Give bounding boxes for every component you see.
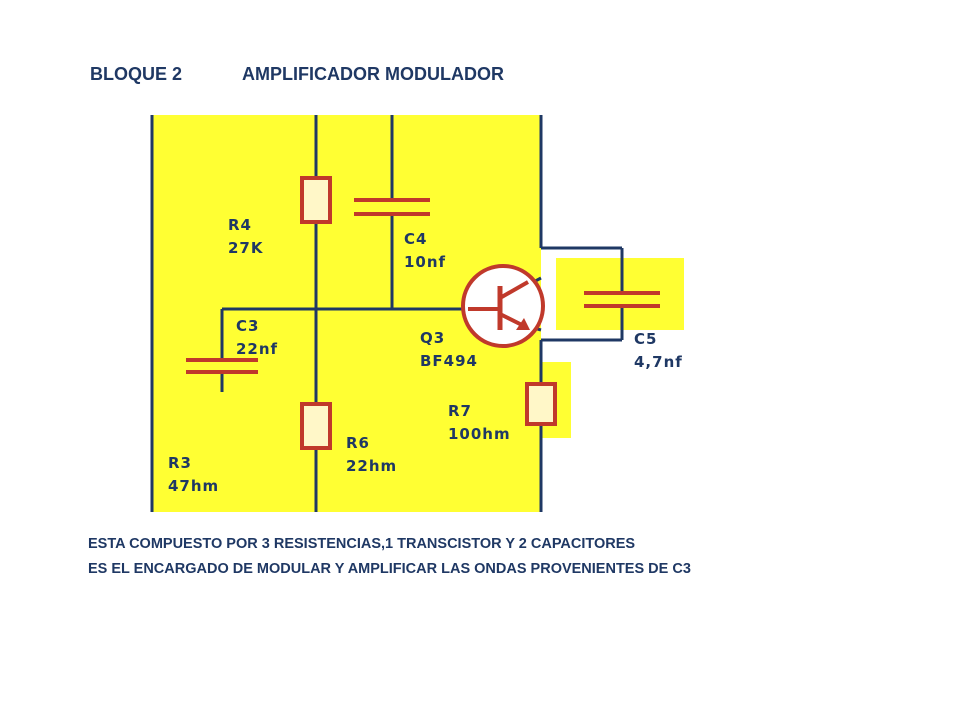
- resistor-r4: [300, 176, 332, 224]
- r7-value: 100hm: [448, 425, 511, 443]
- transistor-q3: [461, 264, 545, 348]
- r4-ref: R4: [228, 216, 252, 234]
- capacitor-c5: [584, 291, 660, 308]
- c4-value: 10nf: [404, 253, 446, 271]
- capacitor-c4: [354, 198, 430, 216]
- caption-line-2: ES EL ENCARGADO DE MODULAR Y AMPLIFICAR …: [88, 561, 691, 577]
- q3-ref: Q3: [420, 329, 445, 347]
- q3-value: BF494: [420, 352, 478, 370]
- title-block-label: BLOQUE 2: [90, 64, 183, 84]
- r6-value: 22hm: [346, 457, 397, 475]
- resistor-r6: [300, 402, 332, 450]
- r3-ref: R3: [168, 454, 192, 472]
- c5-value: 4,7nf: [634, 353, 683, 371]
- c4-ref: C4: [404, 230, 427, 248]
- r7-ref: R7: [448, 402, 472, 420]
- c5-ref: C5: [634, 330, 657, 348]
- r4-value: 27K: [228, 239, 264, 257]
- wires: [150, 115, 624, 512]
- resistor-r7: [525, 382, 557, 426]
- c3-value: 22nf: [236, 340, 278, 358]
- r3-value: 47hm: [168, 477, 219, 495]
- caption-line-1: ESTA COMPUESTO POR 3 RESISTENCIAS,1 TRAN…: [88, 536, 636, 552]
- r6-ref: R6: [346, 434, 370, 452]
- title-name: AMPLIFICADOR MODULADOR: [242, 64, 504, 84]
- c3-ref: C3: [236, 317, 259, 335]
- capacitor-c3: [186, 358, 258, 374]
